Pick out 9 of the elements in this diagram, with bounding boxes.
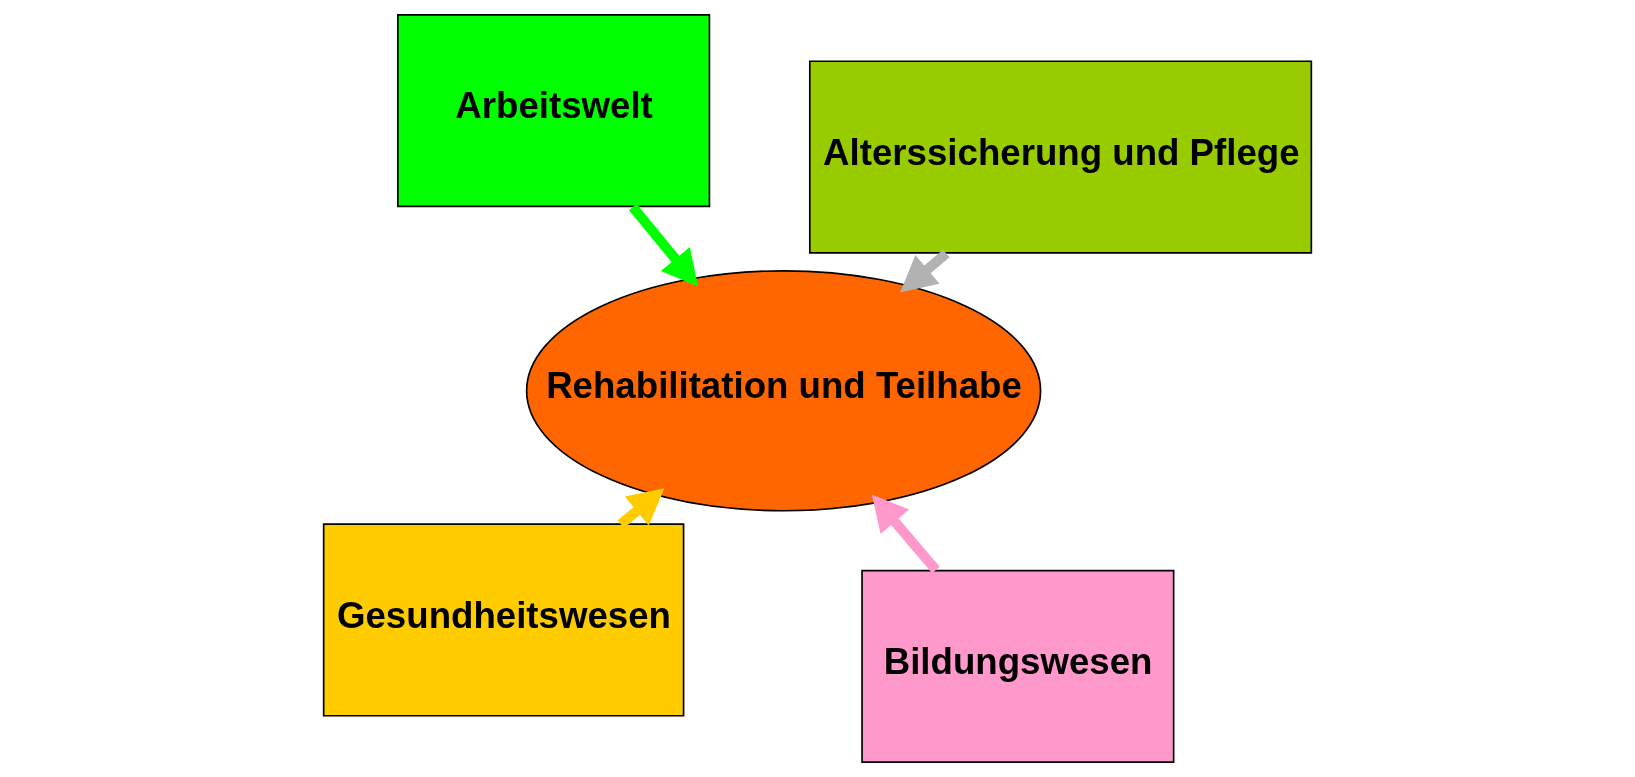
node-box: Bildungswesen (861, 569, 1175, 763)
node-box: Alterssicherung und Pflege (808, 60, 1313, 254)
arrow (628, 203, 699, 287)
arrow (871, 494, 940, 574)
node-box: Arbeitswelt (397, 14, 711, 208)
arrow (617, 488, 665, 528)
arrow (900, 249, 950, 293)
node-box: Gesundheitswesen (322, 523, 685, 717)
node-ellipse: Rehabilitation und Teilhabe (525, 269, 1042, 512)
